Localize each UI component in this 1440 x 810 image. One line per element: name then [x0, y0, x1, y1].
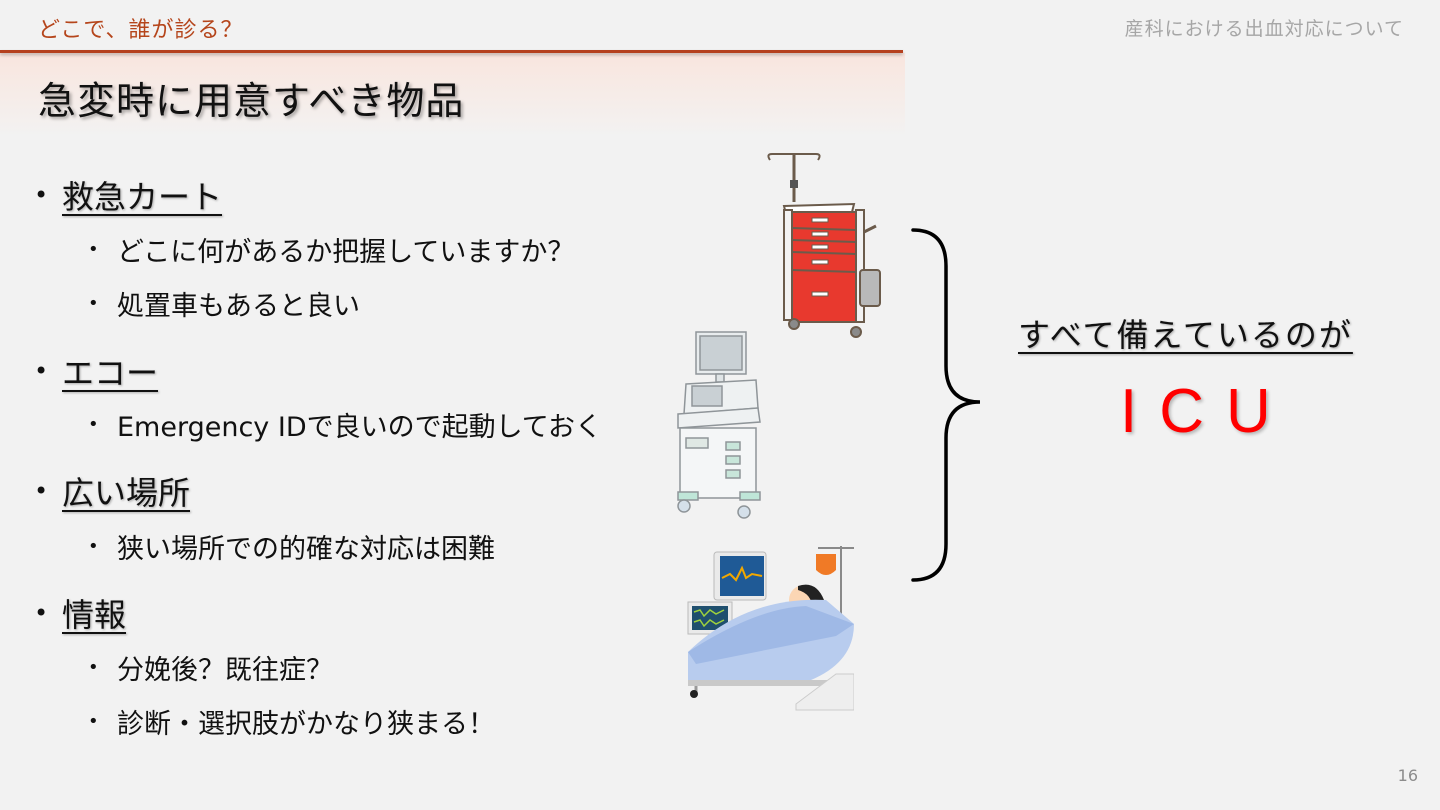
sub-bullet: • 狭い場所での的確な対応は困難: [88, 527, 495, 566]
summary-value: ICU: [1120, 377, 1293, 446]
sub-bullet: • 処置車もあると良い: [88, 284, 360, 323]
bullet-icon: •: [88, 711, 99, 732]
crash-cart-illustration: [767, 153, 881, 338]
bullet-icon: •: [88, 657, 99, 678]
summary-label: すべて備えているのが: [1018, 316, 1353, 354]
icu-bed-illustration: [687, 546, 854, 711]
bullet-icon: •: [88, 536, 99, 557]
bullet-icon: •: [88, 239, 99, 260]
bullet-icon: •: [34, 181, 49, 209]
title-band: [0, 53, 905, 137]
sub-bullet-text: どこに何があるか把握していますか？: [117, 237, 575, 268]
bullet-icon: •: [88, 293, 99, 314]
sub-bullet-text: 診断・選択肢がかなり狭まる！: [117, 709, 495, 740]
sub-bullet-text: 分娩後？既往症？: [117, 655, 333, 686]
sub-bullet-text: Emergency IDで良いので起動しておく: [117, 412, 602, 443]
page-number: 16: [1397, 766, 1418, 785]
bullet-echo: • エコー: [34, 348, 158, 394]
bullet-icon: •: [88, 414, 99, 435]
bullet-heading: 情報: [62, 596, 127, 634]
bullet-wide-space: • 広い場所: [34, 468, 190, 514]
right-brace-icon: [911, 228, 981, 582]
bullet-heading: エコー: [62, 354, 159, 392]
slide-title: 急変時に用意すべき物品: [38, 79, 465, 123]
bullet-heading: 救急カート: [62, 178, 223, 216]
deck-title: 産科における出血対応について: [1124, 18, 1404, 40]
sub-bullet: • 分娩後？既往症？: [88, 648, 333, 687]
bullet-icon: •: [34, 357, 49, 385]
bullet-icon: •: [34, 599, 49, 627]
section-label: どこで、誰が診る？: [38, 18, 244, 43]
bullet-heading: 広い場所: [62, 474, 191, 512]
sub-bullet: • 診断・選択肢がかなり狭まる！: [88, 702, 495, 741]
sub-bullet-text: 狭い場所での的確な対応は困難: [117, 534, 495, 565]
bullet-icon: •: [34, 477, 49, 505]
header-divider: [0, 50, 903, 53]
bullet-crash-cart: • 救急カート: [34, 172, 222, 218]
sub-bullet: • どこに何があるか把握していますか？: [88, 230, 574, 269]
sub-bullet-text: 処置車もあると良い: [117, 291, 360, 322]
bullet-information: • 情報: [34, 590, 126, 636]
ultrasound-machine-illustration: [677, 331, 761, 519]
sub-bullet: • Emergency IDで良いので起動しておく: [88, 405, 602, 444]
